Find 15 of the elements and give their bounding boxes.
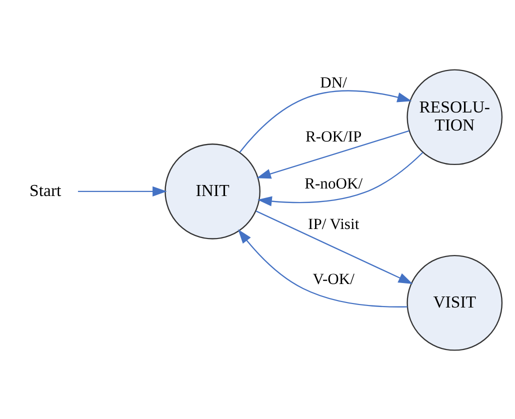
arrow [239,90,412,152]
arrow [78,186,167,196]
node-circle: RESOLU- TION [406,68,503,165]
node-circle: VISIT [406,254,503,350]
edge-label: V-OK/ [312,270,354,288]
edge-label: DN/ [320,74,347,92]
edge-label: R-OK/IP [305,128,362,146]
arrow [256,210,413,284]
edge-label: R-noOK/ [304,174,363,192]
arrow [257,152,424,206]
node-circle: INIT [164,143,260,239]
arrow [256,130,410,178]
edge-label: IP/ Visit [308,216,360,233]
node-text: Start [30,180,62,200]
arrow [238,228,408,307]
